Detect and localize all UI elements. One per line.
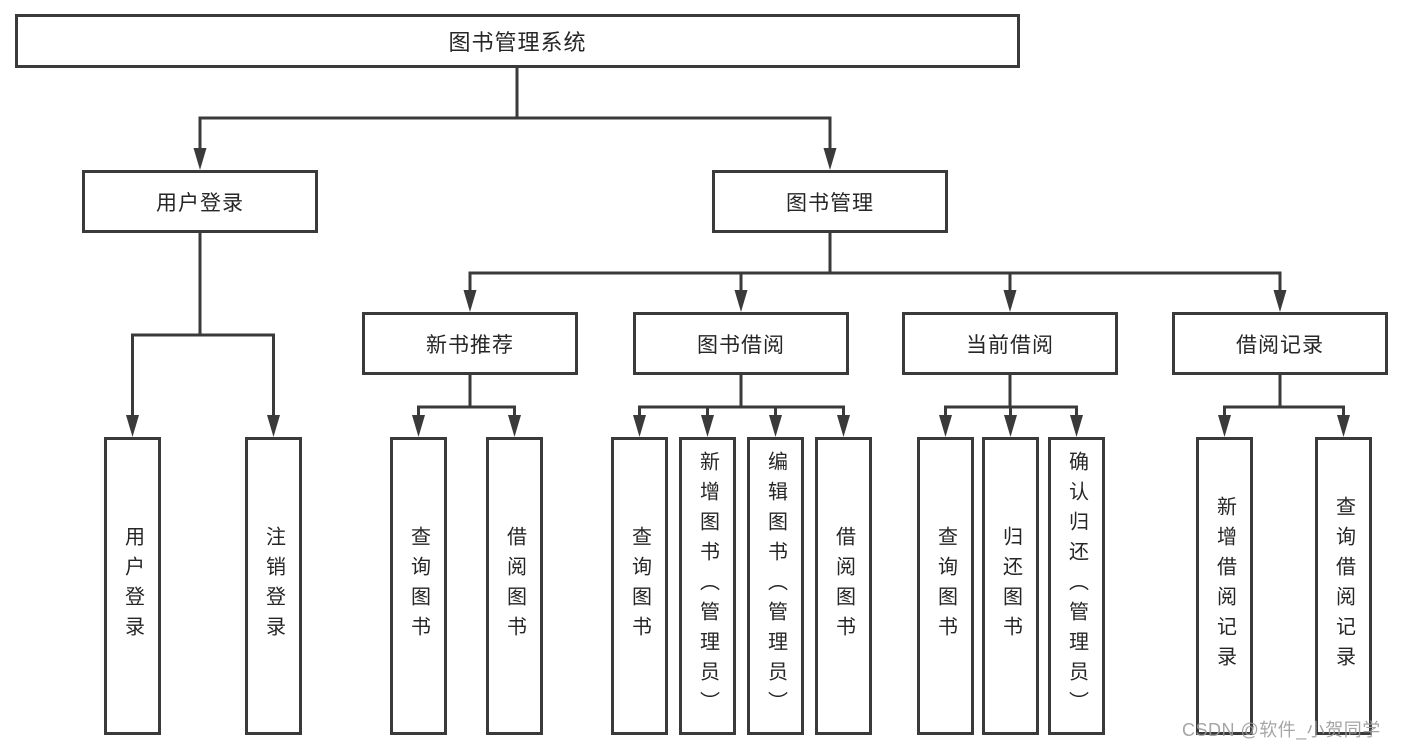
- arrow-icon: [412, 415, 425, 437]
- edge-book-management-rail: [468, 271, 1282, 294]
- arrow-icon: [633, 415, 646, 437]
- arrow-icon: [1003, 290, 1017, 312]
- arrow-icon: [463, 290, 477, 312]
- arrow-icon: [508, 415, 521, 437]
- connector-new-book-rec-children: [412, 375, 521, 437]
- leaf-borrow-books: 借阅图书: [815, 437, 872, 735]
- arrow-icon: [1218, 415, 1231, 437]
- arrow-icon: [701, 415, 714, 437]
- connector-borrowing-records-children: [1218, 375, 1350, 437]
- arrow-icon: [939, 415, 952, 437]
- arrow-icon: [734, 290, 748, 312]
- leaf-add-books-admin: 新增图书（管理员）: [679, 437, 736, 735]
- leaf-query-books-recommend: 查询图书: [390, 437, 447, 735]
- arrow-icon: [126, 415, 139, 437]
- edge-root-rail: [198, 116, 832, 152]
- connector-user-login-children: [126, 233, 280, 437]
- node-book-borrowing: 图书借阅: [633, 312, 849, 375]
- arrow-icon: [193, 148, 207, 170]
- node-current-borrowing: 当前借阅: [902, 312, 1118, 375]
- leaf-confirm-return-admin: 确认归还（管理员）: [1048, 437, 1105, 735]
- connector-current-borrowing-children: [939, 375, 1083, 437]
- connector-root-to-level2: [193, 68, 837, 170]
- leaf-return-books: 归还图书: [982, 437, 1039, 735]
- leaf-add-borrow-record: 新增借阅记录: [1196, 437, 1253, 735]
- node-borrowing-records: 借阅记录: [1172, 312, 1388, 375]
- leaf-user-login: 用户登录: [104, 437, 161, 735]
- node-root-system: 图书管理系统: [15, 14, 1020, 68]
- leaf-query-borrow-record: 查询借阅记录: [1315, 437, 1372, 735]
- leaf-logout: 注销登录: [245, 437, 302, 735]
- edge-book-management-drop: [739, 273, 1012, 294]
- arrow-icon: [267, 415, 280, 437]
- leaf-query-books-current: 查询图书: [917, 437, 974, 735]
- edge-new-book-rec-rail: [417, 405, 516, 419]
- arrow-icon: [769, 415, 782, 437]
- arrow-icon: [1004, 415, 1017, 437]
- edge-book-borrowing-drop: [706, 407, 777, 419]
- connector-book-borrowing-children: [633, 375, 850, 437]
- edge-borrowing-records-rail: [1223, 405, 1345, 419]
- edge-book-borrowing-rail: [638, 405, 845, 419]
- arrow-icon: [1070, 415, 1083, 437]
- node-book-management-branch: 图书管理: [712, 170, 948, 233]
- csdn-watermark: CSDN @软件_小贺同学: [1182, 720, 1381, 740]
- arrow-icon: [1273, 290, 1287, 312]
- edge-user-login-rail: [131, 333, 275, 419]
- arrow-icon: [837, 415, 850, 437]
- connector-book-management-children: [463, 233, 1287, 312]
- leaf-borrow-books-recommend: 借阅图书: [486, 437, 543, 735]
- node-user-login-branch: 用户登录: [82, 170, 318, 233]
- arrow-icon: [1337, 415, 1350, 437]
- leaf-query-books-borrowing: 查询图书: [611, 437, 668, 735]
- arrow-icon: [823, 148, 837, 170]
- node-new-book-recommendation: 新书推荐: [362, 312, 578, 375]
- leaf-edit-books-admin: 编辑图书（管理员）: [747, 437, 804, 735]
